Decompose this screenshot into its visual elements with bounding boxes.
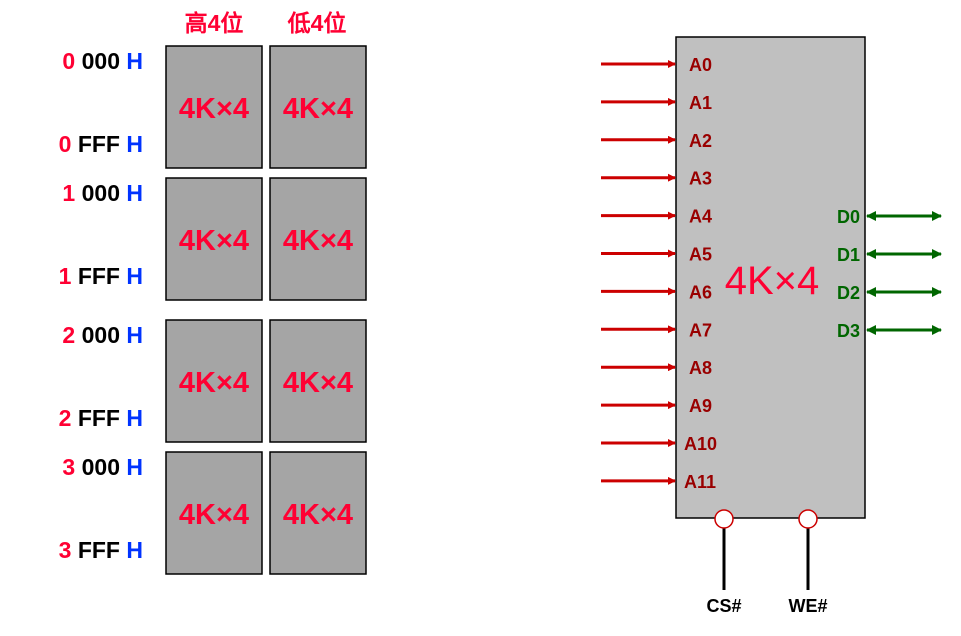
address-body: 000 <box>82 180 127 206</box>
address-suffix: H <box>126 405 143 431</box>
control-pin-label: CS# <box>706 596 741 616</box>
address-suffix: H <box>126 263 143 289</box>
address-pin-label: A7 <box>689 320 712 340</box>
address-pin-label: A3 <box>689 169 712 189</box>
address-prefix: 1 <box>59 263 78 289</box>
memory-block-label: 4K×4 <box>179 93 249 125</box>
address-start-label: 0 000 H <box>62 48 143 74</box>
memory-block <box>269 45 367 169</box>
memory-block-label: 4K×4 <box>283 93 353 125</box>
address-prefix: 1 <box>62 180 81 206</box>
data-pin-label: D3 <box>837 321 860 341</box>
address-suffix: H <box>126 537 143 563</box>
column-header: 高4位 <box>185 10 244 36</box>
memory-block <box>269 451 367 575</box>
address-body: FFF <box>78 537 127 563</box>
data-pin-label: D2 <box>837 283 860 303</box>
data-pin-label: D1 <box>837 245 860 265</box>
memory-block <box>165 45 263 169</box>
active-low-bubble <box>798 509 818 529</box>
address-body: 000 <box>82 454 127 480</box>
address-suffix: H <box>126 131 143 157</box>
address-prefix: 3 <box>62 454 81 480</box>
chip-label: 4K×4 <box>725 259 820 303</box>
address-body: FFF <box>78 263 127 289</box>
address-prefix: 2 <box>62 322 81 348</box>
address-start-label: 1 000 H <box>62 180 143 206</box>
address-pin-label: A1 <box>689 93 712 113</box>
address-suffix: H <box>126 48 143 74</box>
address-pin-label: A10 <box>684 434 717 454</box>
address-prefix: 0 <box>62 48 81 74</box>
address-suffix: H <box>126 180 143 206</box>
address-suffix: H <box>126 322 143 348</box>
active-low-bubble <box>714 509 734 529</box>
column-header: 低4位 <box>287 10 347 36</box>
memory-block-label: 4K×4 <box>179 367 249 399</box>
address-end-label: 3 FFF H <box>59 537 143 563</box>
address-body: FFF <box>78 131 127 157</box>
memory-block <box>165 451 263 575</box>
address-pin-label: A11 <box>684 472 716 492</box>
data-pin-label: D0 <box>837 207 860 227</box>
memory-block <box>165 319 263 443</box>
memory-block <box>165 177 263 301</box>
address-pin-label: A8 <box>689 358 712 378</box>
memory-block-label: 4K×4 <box>179 225 249 257</box>
address-pin-label: A9 <box>689 396 712 416</box>
memory-block-label: 4K×4 <box>283 499 353 531</box>
chip-body <box>675 36 866 519</box>
address-end-label: 1 FFF H <box>59 263 143 289</box>
address-start-label: 2 000 H <box>62 322 143 348</box>
address-pin-label: A2 <box>689 131 712 151</box>
address-pin-label: A5 <box>689 245 712 265</box>
address-pin-label: A0 <box>689 55 712 75</box>
memory-block <box>269 319 367 443</box>
memory-block-label: 4K×4 <box>283 225 353 257</box>
address-body: 000 <box>82 48 127 74</box>
address-end-label: 2 FFF H <box>59 405 143 431</box>
address-prefix: 0 <box>59 131 78 157</box>
address-start-label: 3 000 H <box>62 454 143 480</box>
memory-block <box>269 177 367 301</box>
control-pin-label: WE# <box>788 596 827 616</box>
address-prefix: 3 <box>59 537 78 563</box>
address-body: FFF <box>78 405 127 431</box>
address-prefix: 2 <box>59 405 78 431</box>
memory-block-label: 4K×4 <box>283 367 353 399</box>
address-body: 000 <box>82 322 127 348</box>
address-pin-label: A4 <box>689 207 712 227</box>
address-pin-label: A6 <box>689 282 712 302</box>
address-end-label: 0 FFF H <box>59 131 143 157</box>
memory-block-label: 4K×4 <box>179 499 249 531</box>
address-suffix: H <box>126 454 143 480</box>
